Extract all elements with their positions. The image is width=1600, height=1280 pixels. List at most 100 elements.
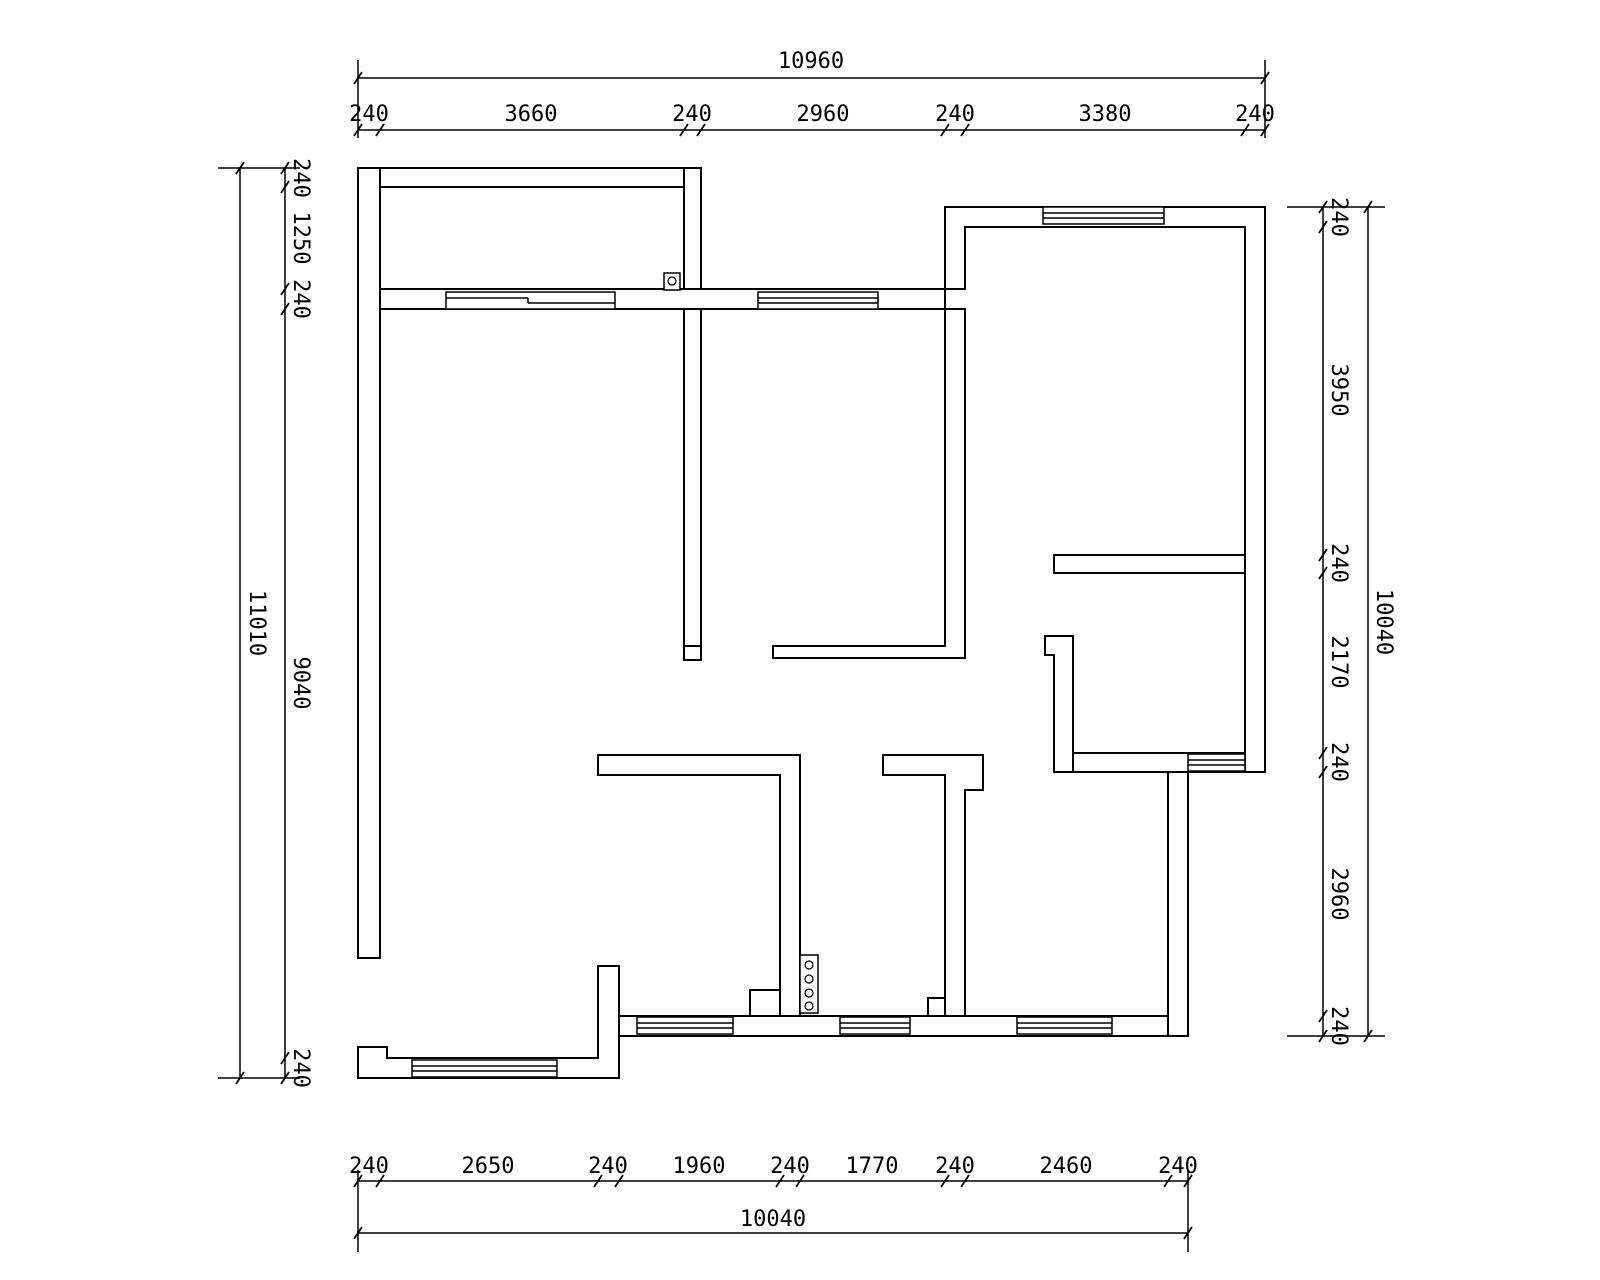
dim-tick [1318, 200, 1328, 214]
dimension-labels: 10960 240 3660 240 2960 240 3380 240 240… [244, 49, 1396, 1232]
dim-right-total: 10040 [1371, 589, 1396, 655]
dimension-lines [218, 60, 1385, 1252]
dim-bottom-8: 240 [1158, 1154, 1198, 1179]
walls [357, 167, 1266, 1079]
dim-right-6: 240 [1326, 1006, 1351, 1046]
dim-tick [1318, 1009, 1328, 1023]
dim-top-1: 3660 [505, 102, 558, 127]
dim-bottom-5: 1770 [846, 1154, 899, 1179]
dim-tick [1260, 123, 1270, 137]
dim-tick [235, 161, 245, 175]
dim-top-total: 10960 [778, 49, 844, 74]
dim-tick [1240, 123, 1250, 137]
wall-br-left [882, 754, 984, 1017]
dim-bottom-1: 2650 [462, 1154, 515, 1179]
dim-left-total: 11010 [244, 590, 269, 656]
dim-tick [375, 123, 385, 137]
dim-tick [353, 71, 363, 85]
dim-tick [775, 1174, 785, 1188]
dim-bottom-3: 1960 [673, 1154, 726, 1179]
dim-tick [353, 1226, 363, 1240]
dim-bottom-7: 2460 [1040, 1154, 1093, 1179]
dim-tick [353, 1174, 363, 1188]
dim-tick [280, 282, 290, 296]
wall-bath-step [927, 997, 946, 1017]
dim-top-2: 240 [672, 102, 712, 127]
dim-bottom-0: 240 [349, 1154, 389, 1179]
dim-right-3: 2170 [1326, 636, 1351, 689]
dim-tick [940, 1174, 950, 1188]
dim-top-3: 2960 [797, 102, 850, 127]
dim-tick [960, 123, 970, 137]
wall-bottom-right [614, 771, 1265, 1037]
dim-left-1: 1250 [288, 212, 313, 265]
dim-bottom-4: 240 [770, 1154, 810, 1179]
window-bottom-kitchen [636, 1016, 734, 1035]
dim-top-5: 3380 [1079, 102, 1132, 127]
wall-left-exterior [357, 167, 381, 959]
dim-tick [280, 161, 290, 175]
dim-tick [795, 1174, 805, 1188]
dim-tick [960, 1174, 970, 1188]
window-bottom-bath [839, 1016, 911, 1035]
window-bottom-right [1016, 1016, 1113, 1035]
dim-tick [1318, 548, 1328, 562]
dim-tick [1318, 566, 1328, 580]
dim-tick [593, 1174, 603, 1188]
dim-right-4: 240 [1326, 742, 1351, 782]
dim-right-0: 240 [1326, 197, 1351, 237]
dim-tick [1318, 220, 1328, 234]
dim-top-0: 240 [349, 102, 389, 127]
dim-right-5: 2960 [1326, 868, 1351, 921]
dim-top-4: 240 [935, 102, 975, 127]
windows [411, 206, 1246, 1078]
window-bottom-left [411, 1059, 558, 1078]
window-top-left [445, 291, 616, 310]
wall-partition-a [683, 308, 702, 651]
dim-tick [1318, 765, 1328, 779]
dim-tick [353, 123, 363, 137]
dim-tick [1318, 746, 1328, 760]
dim-bottom-2: 240 [588, 1154, 628, 1179]
wall-balcony-rail [379, 167, 685, 188]
wall-right-small [1053, 573, 1246, 773]
wall-right-divider [1053, 554, 1246, 574]
drain-fixture [663, 272, 681, 291]
dim-tick [1183, 1174, 1193, 1188]
dimension-ticks [235, 71, 1373, 1240]
dim-tick [614, 1174, 624, 1188]
dim-tick [375, 1174, 385, 1188]
wall-top-left [357, 167, 702, 310]
window-top-middle [757, 291, 879, 310]
dim-top-6: 240 [1235, 102, 1275, 127]
dim-left-3: 9040 [288, 657, 313, 710]
dim-bottom-total: 10040 [740, 1207, 806, 1232]
dim-tick [696, 123, 706, 137]
dim-left-4: 240 [288, 1048, 313, 1088]
wall-right-small-left [1044, 635, 1074, 773]
dim-tick [1183, 1226, 1193, 1240]
dim-tick [280, 180, 290, 194]
window-top-right [1042, 206, 1165, 225]
dim-left-2: 240 [288, 279, 313, 319]
dim-tick [1363, 200, 1373, 214]
dim-tick [1163, 1174, 1173, 1188]
dim-tick [280, 1071, 290, 1085]
wall-bottom-right-pier [1167, 771, 1189, 1037]
dim-tick [679, 123, 689, 137]
window-right-small [1187, 753, 1246, 772]
dim-tick [1260, 71, 1270, 85]
gas-meter-fixture [799, 954, 819, 1014]
dim-bottom-6: 240 [935, 1154, 975, 1179]
dim-tick [1318, 1029, 1328, 1043]
wall-middle-bottom [772, 308, 966, 659]
dim-tick [280, 302, 290, 316]
wall-kitchen-step-b [749, 989, 781, 1017]
wall-right-exterior [944, 206, 1266, 773]
dim-tick [280, 1051, 290, 1065]
dim-left-0: 240 [288, 158, 313, 198]
dim-tick [940, 123, 950, 137]
dim-tick [1363, 1029, 1373, 1043]
wall-corridor [597, 754, 801, 1017]
